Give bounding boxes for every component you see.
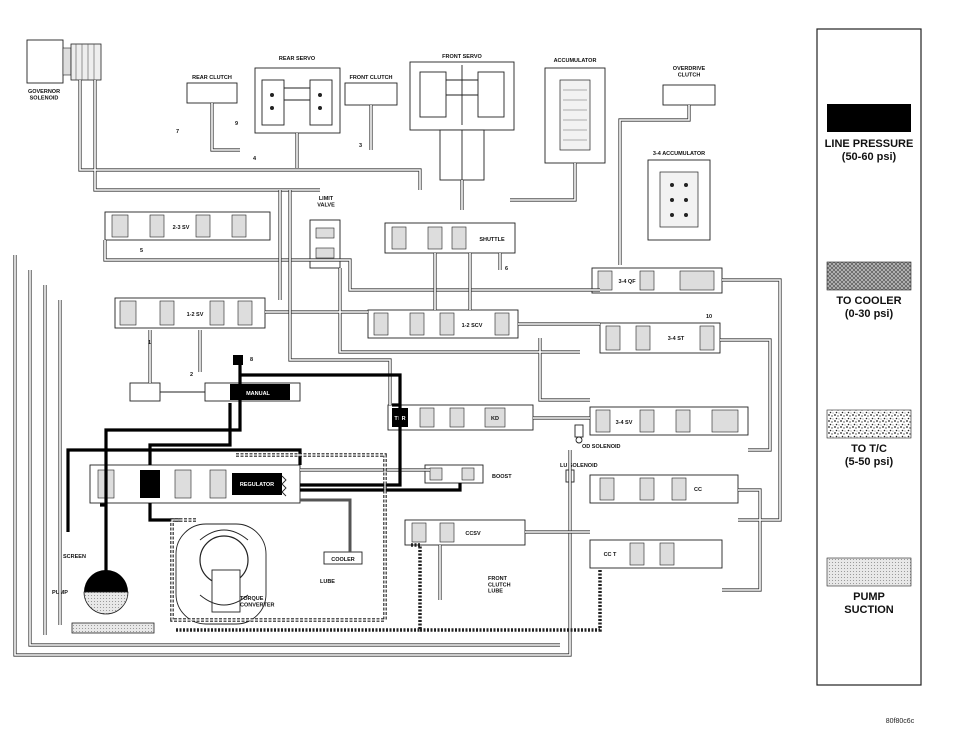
cooler-label: COOLER xyxy=(331,557,355,563)
legend-label: PUMP xyxy=(853,591,885,603)
legend-to-tc: TO T/C (5-50 psi) xyxy=(826,409,912,468)
valve-3-4-st-label: 3-4 ST xyxy=(668,336,685,342)
valve-1-2-scv-label: 1-2 SCV xyxy=(462,323,483,329)
cc-label: CC xyxy=(694,487,702,493)
figure-code: 80f80c6c xyxy=(886,718,915,725)
cooler: COOLER LUBE xyxy=(320,551,363,585)
regulator-label: REGULATOR xyxy=(240,482,274,488)
valve-1-2-sv: 1-2 SV xyxy=(114,297,266,329)
valve-1-2-sv-label: 1-2 SV xyxy=(187,312,204,318)
line-pressure-circuit xyxy=(66,355,462,572)
rear-clutch: REAR CLUTCH xyxy=(186,75,238,104)
valve-3-4-qf: 3-4 QF xyxy=(591,267,723,294)
valve-3-4-st: 3-4 ST xyxy=(599,322,721,354)
valve-3-4-sv: 3-4 SV xyxy=(589,406,749,436)
port-number: 2 xyxy=(190,372,193,378)
accumulator-3-4-label: 3-4 ACCUMULATOR xyxy=(653,151,705,157)
valve-1-2-scv: 1-2 SCV xyxy=(367,309,519,339)
valve-2-3-sv: 2-3 SV xyxy=(104,211,271,241)
cct-label: CC T xyxy=(604,552,617,558)
port-numbers: 7 9 4 3 6 10 8 5 1 2 xyxy=(140,121,712,378)
port-number: 6 xyxy=(505,266,508,272)
line-pressure-swatch xyxy=(827,104,911,132)
to-cooler-swatch xyxy=(826,261,912,291)
accumulator-label: ACCUMULATOR xyxy=(554,58,597,64)
port-number: 4 xyxy=(253,156,257,162)
kd-label: KD xyxy=(491,416,499,422)
rear-servo: REAR SERVO xyxy=(254,56,341,134)
ccsv-label: CCSV xyxy=(465,531,481,537)
shuttle-valve: SHUTTLE xyxy=(384,222,516,254)
port-number: 9 xyxy=(235,121,238,127)
legend-label: TO COOLER xyxy=(836,295,901,307)
od-solenoid-label: OD SOLENOID xyxy=(582,444,621,450)
port-number: 3 xyxy=(359,143,362,149)
legend-sub: (50-60 psi) xyxy=(842,151,897,163)
legend-sub: (5-50 psi) xyxy=(845,456,894,468)
rear-servo-label: REAR SERVO xyxy=(279,56,316,62)
throttle-kickdown-valve: THR KD xyxy=(387,404,534,431)
legend-pump-suction: PUMP SUCTION xyxy=(826,557,912,616)
lu-solenoid-label: LU SOLENOID xyxy=(560,463,598,469)
lube-label: LUBE xyxy=(320,579,335,585)
port-number: 10 xyxy=(706,314,712,320)
accumulator-3-4: 3-4 ACCUMULATOR xyxy=(647,151,711,241)
accumulator: ACCUMULATOR xyxy=(544,58,606,164)
manual-valve-label: MANUAL xyxy=(246,391,270,397)
to-tc-swatch xyxy=(826,409,912,439)
pump-suction-swatch xyxy=(826,557,912,587)
cc-valve: CC xyxy=(589,474,739,504)
legend-label: LINE PRESSURE xyxy=(825,138,914,150)
port-number: 1 xyxy=(148,340,151,346)
manual-valve: MANUAL xyxy=(129,382,301,402)
valve-3-4-qf-label: 3-4 QF xyxy=(618,279,636,285)
port-number: 7 xyxy=(176,129,179,135)
ccsv-valve: CCSV xyxy=(404,519,526,546)
legend-to-cooler: TO COOLER (0-30 psi) xyxy=(826,261,912,320)
converter-circuits xyxy=(170,453,602,632)
front-clutch: FRONT CLUTCH xyxy=(344,75,398,106)
front-servo: FRONT SERVO xyxy=(409,54,515,181)
valve-3-4-sv-label: 3-4 SV xyxy=(616,420,633,426)
passage-lines xyxy=(13,80,782,657)
od-solenoid: OD SOLENOID xyxy=(574,424,621,450)
screen-label: SCREEN xyxy=(63,554,86,560)
shuttle-label: SHUTTLE xyxy=(479,237,505,243)
boost-valve: BOOST xyxy=(424,464,512,484)
front-clutch-label: FRONT CLUTCH xyxy=(349,75,392,81)
port-number: 8 xyxy=(250,357,253,363)
rear-clutch-label: REAR CLUTCH xyxy=(192,75,232,81)
valve-2-3-sv-label: 2-3 SV xyxy=(173,225,190,231)
legend-sub: (0-30 psi) xyxy=(845,308,894,320)
legend-sub: SUCTION xyxy=(844,604,894,616)
pump-assembly: SCREEN PUMP xyxy=(52,554,155,634)
legend: LINE PRESSURE (50-60 psi) TO COOLER (0-3… xyxy=(816,28,922,686)
port-number: 5 xyxy=(140,248,143,254)
cct-valve: CC T xyxy=(589,539,723,569)
regulator-valve: REGULATOR xyxy=(89,464,301,504)
legend-label: TO T/C xyxy=(851,443,887,455)
boost-label: BOOST xyxy=(492,474,512,480)
legend-line-pressure: LINE PRESSURE (50-60 psi) xyxy=(825,104,914,163)
front-servo-label: FRONT SERVO xyxy=(442,54,482,60)
